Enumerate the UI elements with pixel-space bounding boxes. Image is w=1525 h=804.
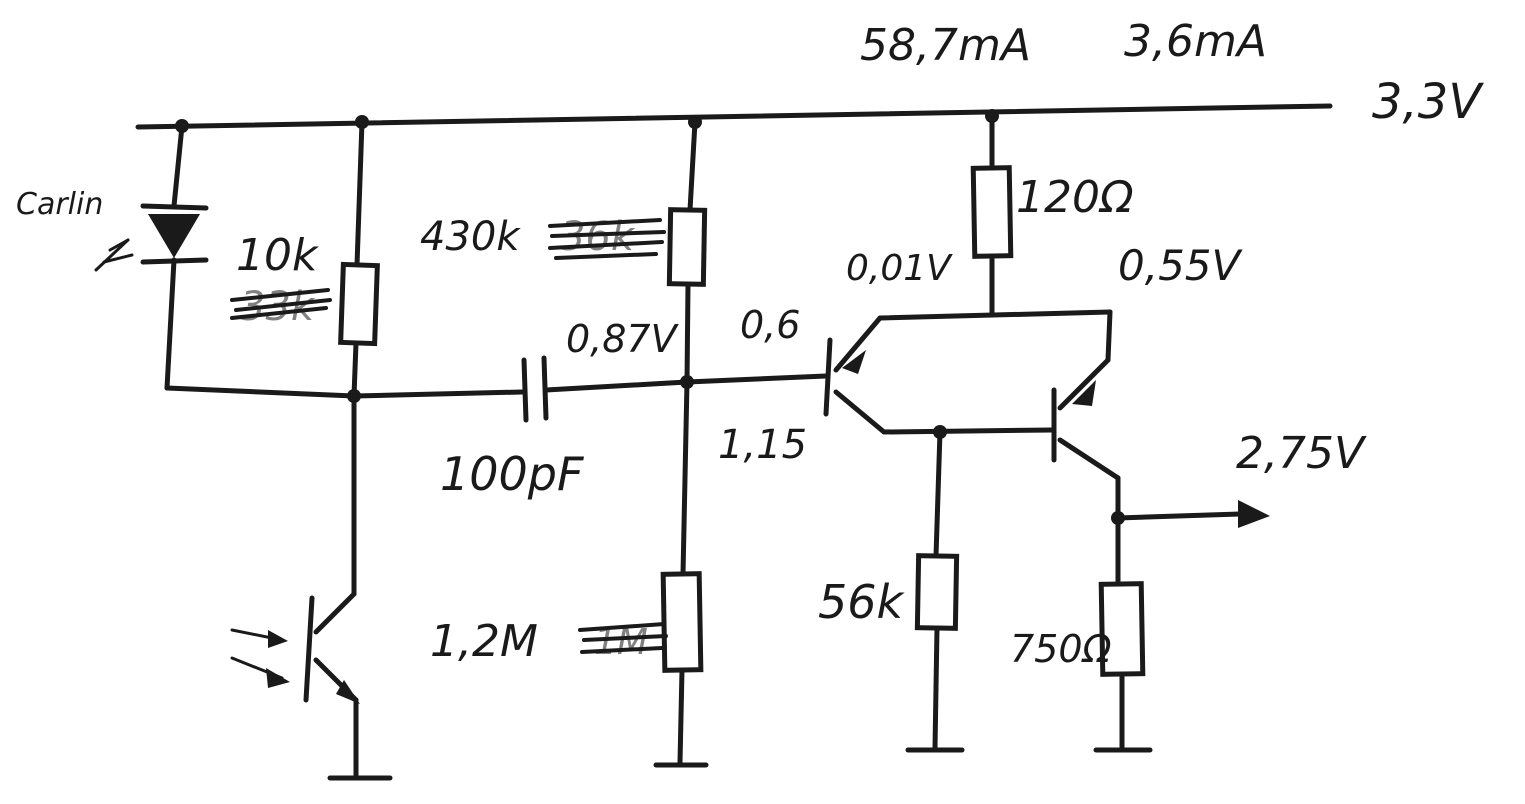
voltage-output-label: 2,75V bbox=[1236, 428, 1367, 479]
resistor-56k-label: 56k bbox=[818, 575, 906, 629]
resistor-750-ohm-label: 750Ω bbox=[1010, 627, 1112, 671]
resistor-120-ohm-label: 120Ω bbox=[1016, 172, 1134, 223]
voltage-q1-collector-label: 1,15 bbox=[718, 422, 807, 468]
diode-label: Carlin bbox=[16, 187, 103, 222]
phototransistor-light-arrows-icon bbox=[230, 628, 290, 688]
supply-current-2-label: 3,6mA bbox=[1124, 16, 1267, 67]
strikeout-scribbles bbox=[230, 218, 668, 654]
resistor-10k bbox=[338, 119, 380, 399]
resistor-1-2m-old-label: 1M bbox=[594, 622, 648, 663]
resistor-1-2m bbox=[653, 379, 709, 768]
resistor-430k bbox=[666, 119, 708, 385]
resistor-56k bbox=[905, 429, 965, 753]
voltage-collector-resistor-label: 0,01V bbox=[846, 248, 953, 289]
resistor-10k-old-label: 33k bbox=[240, 284, 316, 330]
output-arrow bbox=[1115, 500, 1270, 528]
diode-branch bbox=[164, 123, 357, 399]
resistor-430k-old-label: 36k bbox=[560, 214, 636, 260]
capacitor-100pf bbox=[351, 355, 690, 423]
supply-rail bbox=[135, 103, 1333, 130]
supply-voltage-label: 3,3V bbox=[1372, 74, 1484, 130]
voltage-q1-vbe-label: 0,6 bbox=[740, 303, 800, 347]
diode-symbol bbox=[140, 203, 209, 265]
resistor-120-ohm bbox=[970, 113, 1014, 317]
resistor-430k-label: 430k bbox=[420, 214, 521, 260]
emitter-bus bbox=[877, 309, 1113, 363]
voltage-collector-node-label: 0,55V bbox=[1118, 241, 1244, 290]
labels: 58,7mA 3,6mA 3,3V Carlin 10k 33k 430k 36… bbox=[16, 16, 1484, 671]
phototransistor bbox=[303, 393, 393, 781]
resistor-10k-label: 10k bbox=[236, 230, 319, 281]
light-arrows-icon bbox=[94, 238, 134, 272]
capacitor-label: 100pF bbox=[440, 447, 584, 501]
resistor-1-2m-label: 1,2M bbox=[430, 616, 538, 667]
transistor-q1 bbox=[684, 315, 1055, 435]
transistor-q2 bbox=[1051, 357, 1121, 521]
voltage-base-node-label: 0,87V bbox=[566, 317, 680, 361]
resistor-750-ohm bbox=[1093, 515, 1153, 753]
supply-current-1-label: 58,7mA bbox=[860, 20, 1031, 71]
